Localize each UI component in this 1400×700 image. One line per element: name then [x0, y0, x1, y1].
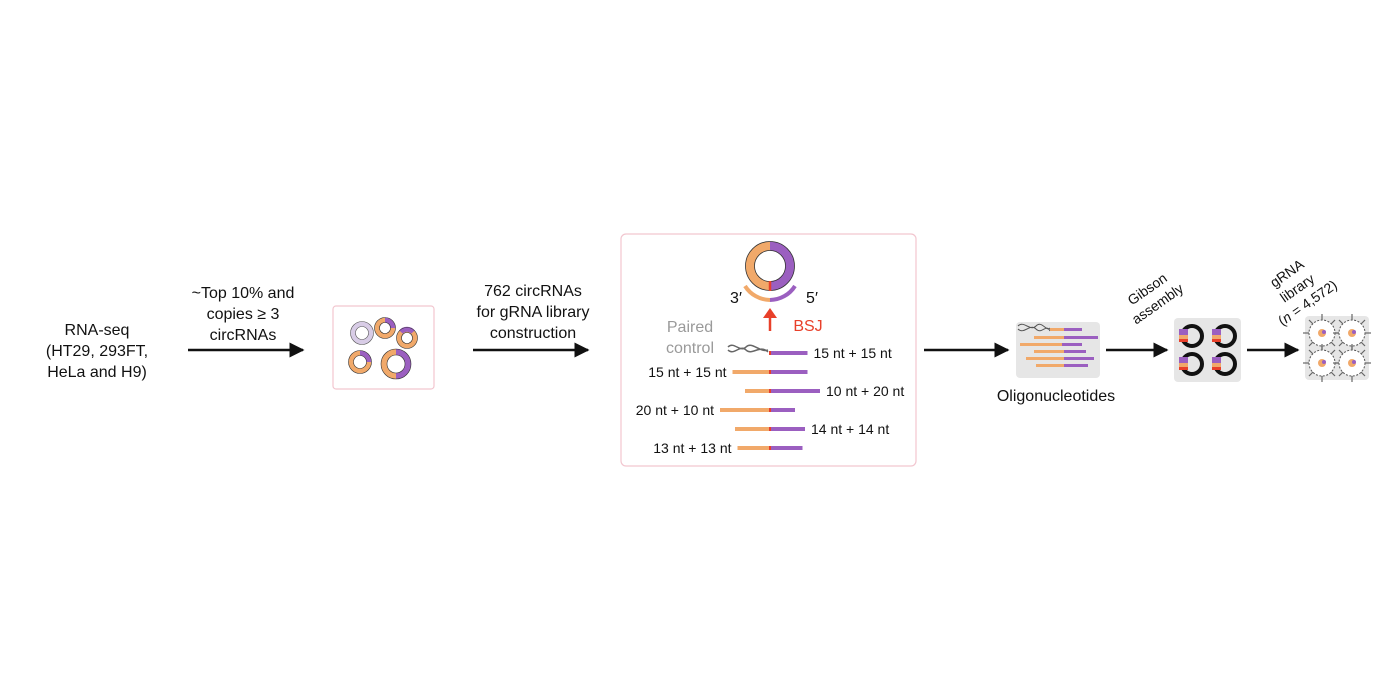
guide-design-label: 20 nt + 10 nt — [636, 402, 714, 418]
guide-left-arm — [737, 446, 770, 450]
guide-junction-mark — [769, 351, 771, 355]
guide-junction-mark — [769, 389, 771, 393]
guide-right-arm — [770, 446, 803, 450]
guide-right-arm — [770, 389, 820, 393]
guide-design-row: 15 nt + 15 nt — [727, 344, 892, 361]
guide-right-arm — [770, 370, 808, 374]
filter-label-line1: ~Top 10% and — [192, 285, 295, 302]
guide-left-arm — [745, 389, 770, 393]
rnaseq-label-line1: RNA-seq — [65, 322, 130, 339]
end-5prime-label: 5′ — [806, 290, 818, 307]
guide-design-row: 14 nt + 14 nt — [735, 421, 889, 437]
guide-design-label: 10 nt + 20 nt — [826, 383, 904, 399]
oligonucleotide-pool — [1016, 322, 1100, 378]
bsj-arrowhead — [763, 308, 777, 318]
filter-label-line3: circRNAs — [210, 327, 277, 344]
circrna-pool-panel — [332, 305, 435, 390]
guide-design-row: 15 nt + 15 nt — [648, 364, 808, 380]
oligonucleotides-label: Oligonucleotides — [997, 388, 1115, 405]
circrna-ring-icon — [380, 348, 412, 380]
helix-strand — [727, 347, 769, 353]
guide-junction-mark — [769, 446, 771, 450]
filter-label-line2: copies ≥ 3 — [207, 306, 280, 323]
guide-right-arm — [770, 351, 808, 355]
circrna-ring-icon — [745, 241, 795, 291]
circrna-ring-icon — [396, 326, 418, 349]
bsj-label: BSJ — [793, 318, 822, 335]
grna-design-panel: 3′ 5′ BSJ Paired control 15 nt + 15 nt15… — [620, 233, 917, 467]
guide-arc-5prime — [769, 284, 797, 302]
end-3prime-label: 3′ — [730, 290, 742, 307]
selection-label-line3: construction — [490, 325, 576, 342]
guide-junction-mark — [769, 408, 771, 412]
guide-design-label: 15 nt + 15 nt — [814, 345, 892, 361]
guide-design-label: 14 nt + 14 nt — [811, 421, 889, 437]
selection-label-line2: for gRNA library — [477, 304, 590, 321]
circrna-ring-icon — [374, 317, 396, 339]
guide-design-row: 13 nt + 13 nt — [653, 440, 803, 456]
guide-right-arm — [770, 408, 795, 412]
grna-library-panel — [1302, 313, 1372, 383]
gibson-assembly-panel — [1174, 318, 1241, 382]
guide-designs: 15 nt + 15 nt 15 nt + 15 nt 10 nt + 20 nt 2… — [636, 344, 904, 456]
guide-junction-mark — [769, 427, 771, 431]
rnaseq-label-line3: HeLa and H9) — [47, 364, 147, 381]
guide-right-arm — [770, 427, 805, 431]
guide-left-arm — [735, 427, 770, 431]
helix-icon — [1017, 323, 1051, 332]
circrna-ring-icon — [348, 350, 372, 374]
paired-control-label-line1: Paired — [667, 319, 713, 336]
guide-junction-mark — [769, 370, 771, 374]
guide-design-label: 15 nt + 15 nt — [648, 364, 726, 380]
paired-control-label-line2: control — [666, 340, 714, 357]
guide-left-arm — [732, 370, 770, 374]
guide-arc-3prime — [743, 284, 771, 302]
guide-design-label: 13 nt + 13 nt — [653, 440, 731, 456]
guide-design-row: 20 nt + 10 nt — [636, 402, 795, 418]
guide-design-row: 10 nt + 20 nt — [745, 383, 904, 399]
rnaseq-label-line2: (HT29, 293FT, — [46, 343, 148, 360]
circrna-ring-icon — [350, 321, 374, 345]
selection-label-line1: 762 circRNAs — [484, 283, 582, 300]
guide-left-arm — [720, 408, 770, 412]
